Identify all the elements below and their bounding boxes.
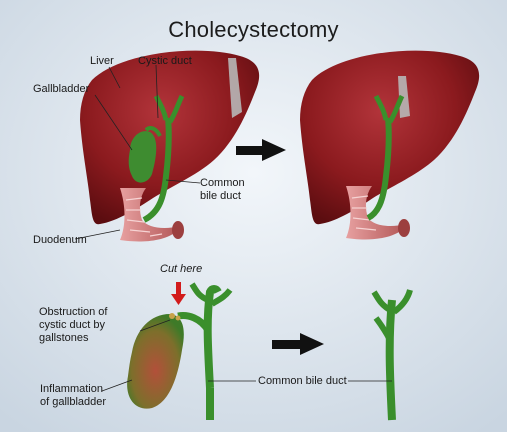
label-inflammation: Inflammation of gallbladder bbox=[40, 383, 107, 408]
ligament-left bbox=[228, 58, 242, 118]
bile-ducts-left bbox=[128, 94, 185, 223]
duodenum-right bbox=[346, 186, 410, 240]
page-title: Cholecystectomy bbox=[168, 17, 339, 42]
label-cystic-duct: Cystic duct bbox=[138, 55, 192, 67]
gallstone bbox=[175, 315, 181, 321]
ligament-right bbox=[398, 76, 410, 118]
duct-system-bottom-left bbox=[127, 282, 233, 420]
label-gallbladder: Gallbladder bbox=[33, 83, 90, 95]
label-common-bile-duct-top: Common bile duct bbox=[200, 177, 245, 202]
label-obstruction: Obstruction of cystic duct by gallstones bbox=[39, 306, 108, 344]
gallstone bbox=[169, 313, 175, 319]
right-arrow-icon bbox=[236, 139, 286, 161]
label-cut-here: Cut here bbox=[160, 263, 203, 275]
down-arrow-icon bbox=[171, 282, 186, 305]
duodenum-left bbox=[120, 188, 184, 242]
label-common-bile-duct-bottom: Common bile duct bbox=[258, 375, 347, 387]
label-liver: Liver bbox=[90, 55, 114, 67]
label-duodenum: Duodenum bbox=[33, 234, 87, 246]
right-arrow-icon bbox=[272, 333, 324, 355]
bile-ducts-right bbox=[366, 94, 405, 221]
leader-lines bbox=[74, 64, 392, 392]
gallbladder-left bbox=[128, 131, 157, 183]
inflamed-gallbladder bbox=[127, 314, 184, 409]
duct-system-bottom-right bbox=[371, 289, 413, 421]
